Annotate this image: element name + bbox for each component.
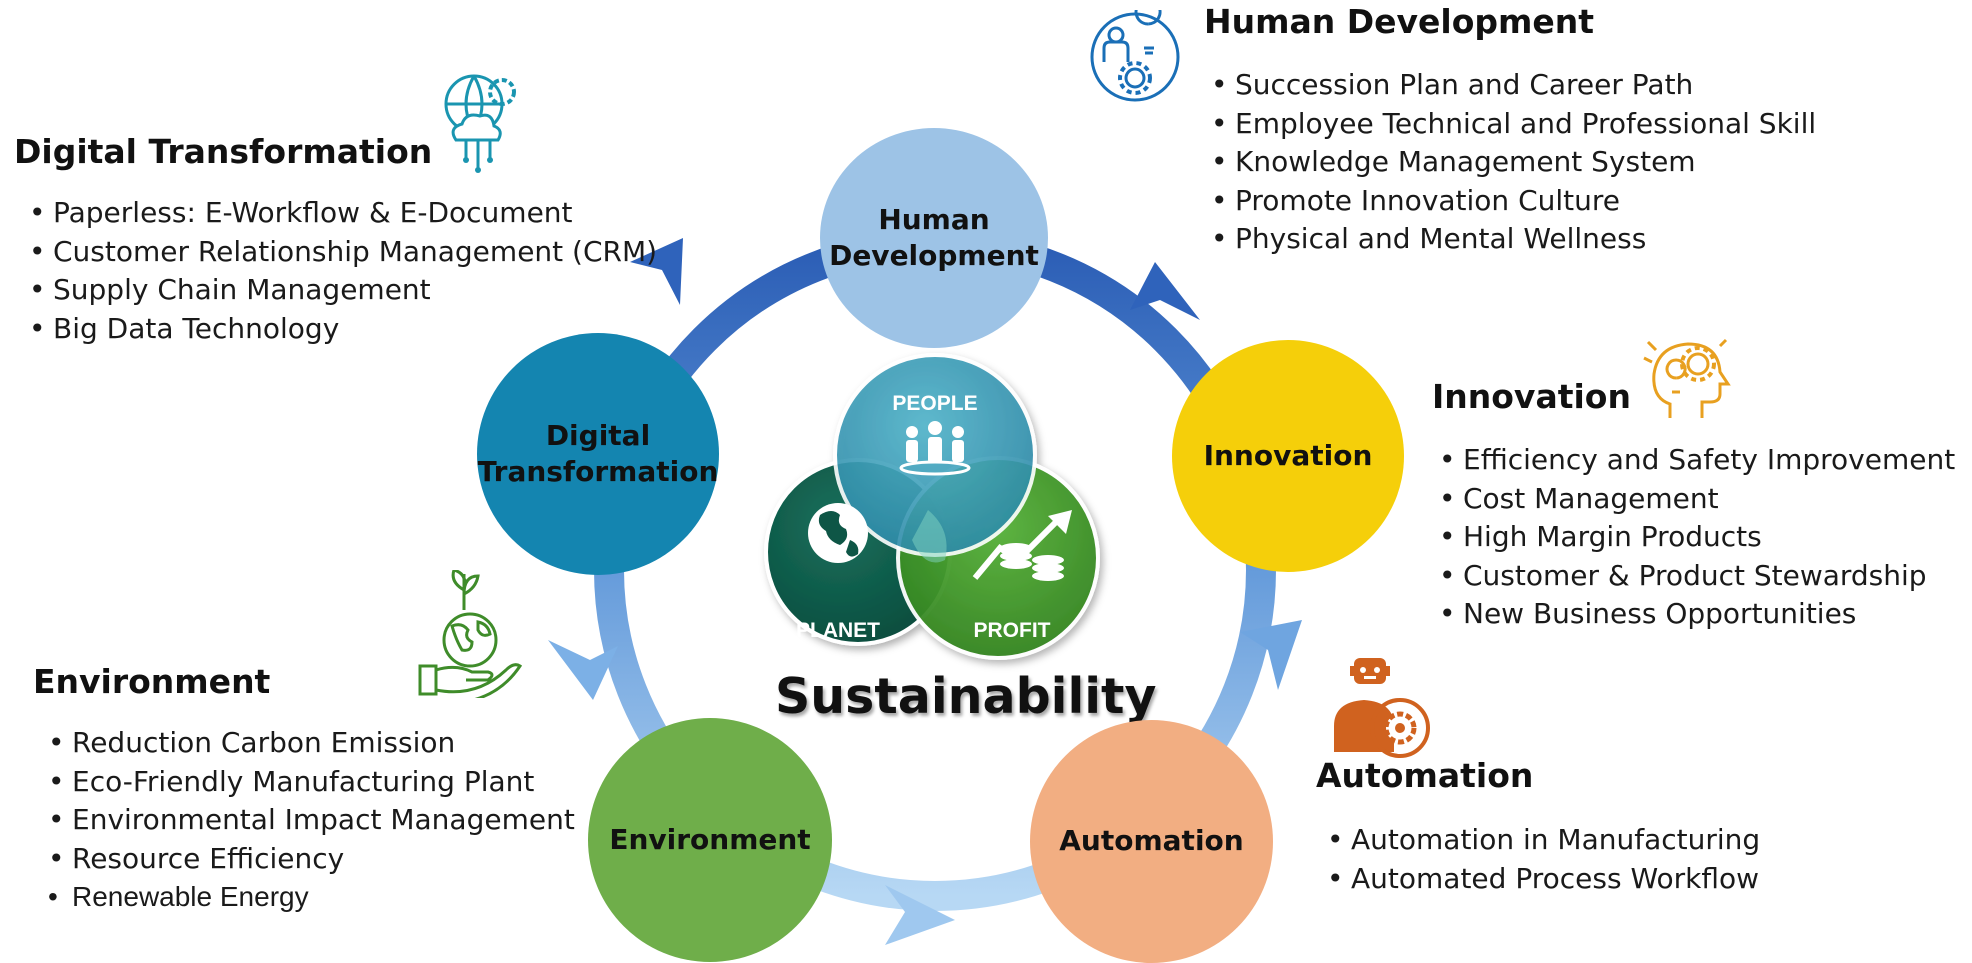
list-digital-transformation: Paperless: E-Workflow & E-Document Custo… (26, 194, 657, 348)
globe-icon (808, 503, 868, 563)
list-item: Resource Efficiency (45, 840, 575, 879)
section-title-human-development: Human Development (1204, 2, 1595, 41)
venn-diagram (764, 353, 1100, 660)
list-item: High Margin Products (1436, 518, 1955, 557)
list-item: Customer Relationship Management (CRM) (26, 233, 657, 272)
list-item: Environmental Impact Management (45, 801, 575, 840)
section-title-innovation: Innovation (1432, 377, 1631, 416)
cycle-arrow-icon (1240, 620, 1302, 690)
node-environment-label: Environment (609, 822, 811, 856)
people-group-icon (899, 421, 971, 476)
section-title-digital-transformation: Digital Transformation (14, 132, 433, 171)
venn-people-label: PEOPLE (892, 392, 977, 415)
venn-planet-label: PLANET (796, 619, 880, 642)
section-title-environment: Environment (33, 662, 271, 701)
list-item: Efficiency and Safety Improvement (1436, 441, 1955, 480)
node-digital-transformation: Digital Transformation (477, 333, 719, 575)
node-automation: Automation (1030, 720, 1273, 963)
node-human-line2: Development (829, 239, 1039, 272)
cycle-arrow-icon (630, 238, 683, 305)
node-human-development: Human Development (820, 128, 1048, 348)
node-digital-line1: Digital (545, 418, 651, 452)
venn-profit-label: PROFIT (974, 619, 1051, 642)
node-innovation-label: Innovation (1203, 438, 1373, 472)
hand-globe-sprout-icon (418, 570, 523, 698)
list-item: Paperless: E-Workflow & E-Document (26, 194, 657, 233)
robot-gear-cycle-icon (1334, 658, 1430, 758)
node-environment: Environment (588, 718, 832, 962)
list-item: Knowledge Management System (1208, 143, 1816, 182)
list-item: Eco-Friendly Manufacturing Plant (45, 763, 575, 802)
people-idea-gear-icon (1090, 10, 1180, 102)
head-gear-bulb-icon (1643, 338, 1731, 418)
list-item: Supply Chain Management (26, 271, 657, 310)
list-item: Physical and Mental Wellness (1208, 220, 1816, 259)
cycle-arrow-icon (1130, 262, 1200, 320)
sustainability-title: Sustainability (775, 668, 1157, 725)
list-item: Customer & Product Stewardship (1436, 557, 1955, 596)
list-innovation: Efficiency and Safety Improvement Cost M… (1436, 441, 1955, 634)
list-automation: Automation in Manufacturing Automated Pr… (1324, 821, 1760, 898)
node-human-line1: Human (878, 202, 990, 236)
venn-overlap (912, 510, 947, 563)
list-item: Automation in Manufacturing (1324, 821, 1760, 860)
list-item: Promote Innovation Culture (1208, 182, 1816, 221)
list-item: Employee Technical and Professional Skil… (1208, 105, 1816, 144)
list-human-development: Succession Plan and Career Path Employee… (1208, 66, 1816, 259)
list-item: Big Data Technology (26, 310, 657, 349)
list-item: Succession Plan and Career Path (1208, 66, 1816, 105)
node-innovation: Innovation (1172, 340, 1404, 572)
list-item: New Business Opportunities (1436, 595, 1955, 634)
list-item: Automated Process Workflow (1324, 860, 1760, 899)
cycle-arrow-icon (885, 885, 955, 945)
globe-cloud-gear-icon (444, 74, 516, 173)
list-environment: Reduction Carbon Emission Eco-Friendly M… (45, 724, 575, 917)
section-title-automation: Automation (1316, 756, 1534, 795)
money-growth-icon (972, 510, 1072, 581)
list-item: Renewable Energy (45, 878, 575, 917)
cycle-arrow-icon (548, 640, 618, 700)
list-item: Cost Management (1436, 480, 1955, 519)
list-item: Reduction Carbon Emission (45, 724, 575, 763)
node-digital-line2: Transformation (477, 455, 719, 488)
node-automation-label: Automation (1059, 824, 1244, 858)
